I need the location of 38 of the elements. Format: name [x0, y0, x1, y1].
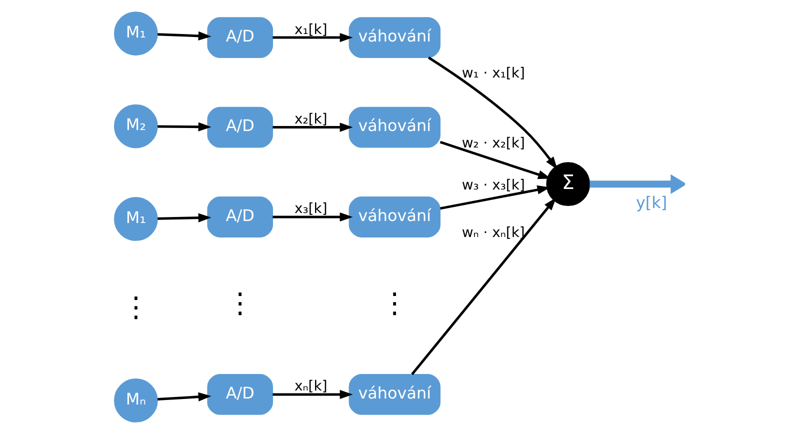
node-box: A/D — [206, 196, 272, 238]
edge-label: w₂ · x₂[k] — [461, 135, 524, 152]
edge-label: w₃ · x₃[k] — [461, 177, 524, 194]
node-circle: M₁ — [113, 12, 158, 56]
node-box: A/D — [206, 17, 272, 58]
arrow — [410, 197, 556, 376]
arrow — [439, 140, 551, 179]
arrow — [157, 392, 211, 402]
node-circle: M₁ — [113, 197, 158, 241]
arrow — [157, 31, 211, 40]
node-circle: Σ — [546, 162, 590, 206]
edge-label: x₃[k] — [294, 201, 327, 218]
edge-label: x₂[k] — [294, 111, 327, 128]
node-box: váhování — [348, 196, 440, 238]
edge-label: wₙ · xₙ[k] — [461, 225, 524, 242]
node-box: váhování — [348, 106, 440, 148]
node-box: A/D — [206, 374, 272, 415]
label: ⋮ — [121, 290, 150, 324]
label: ⋮ — [380, 286, 408, 320]
arrow — [157, 213, 211, 222]
arrow — [272, 32, 352, 42]
edge-label: x₁[k] — [294, 22, 327, 38]
edge-label: xₙ[k] — [294, 378, 327, 395]
arrow — [157, 122, 211, 132]
edge-label: w₁ · x₁[k] — [461, 66, 524, 82]
node-box: váhování — [348, 17, 440, 58]
edge-label: y[k] — [635, 192, 667, 212]
label: ⋮ — [226, 286, 254, 320]
arrow — [272, 122, 352, 132]
node-circle: M₂ — [113, 104, 158, 148]
node-box: váhování — [348, 374, 440, 415]
node-box: A/D — [206, 106, 272, 148]
arrow — [272, 212, 352, 222]
arrow — [272, 390, 352, 400]
arrow — [427, 56, 557, 170]
arrow — [440, 185, 550, 210]
arrow — [589, 174, 684, 194]
node-circle: Mₙ — [113, 378, 158, 422]
